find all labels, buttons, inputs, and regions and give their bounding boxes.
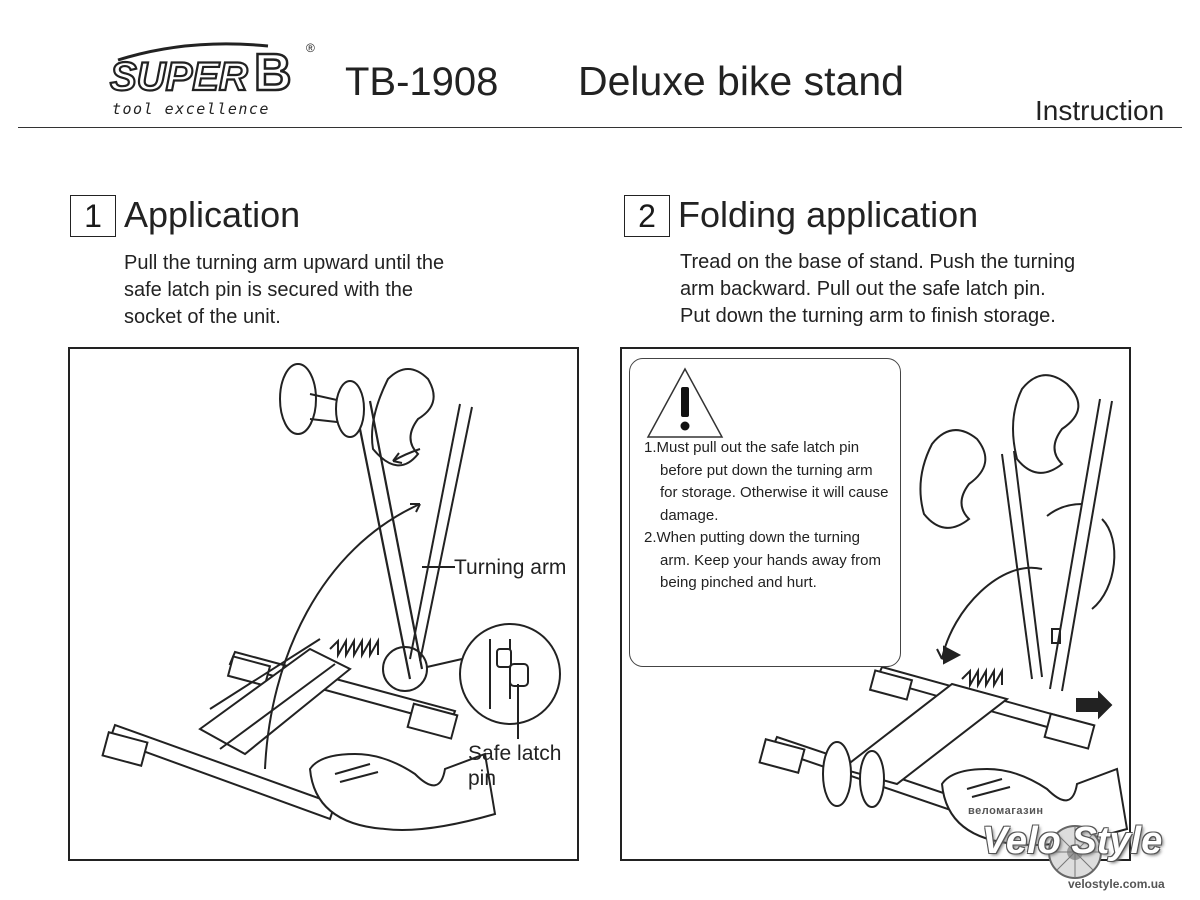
watermark-brand: Velo Style bbox=[982, 820, 1163, 862]
safe-latch-line: pin bbox=[468, 767, 497, 790]
section-1-line: safe latch pin is secured with the bbox=[124, 279, 414, 301]
section-2-line: arm backward. Pull out the safe latch pi… bbox=[680, 278, 1046, 300]
safe-latch-line: Safe latch bbox=[468, 742, 562, 765]
bike-stand-upright-illustration bbox=[101, 363, 561, 831]
warning-list: 1.Must pull out the safe latch pin befor… bbox=[644, 437, 894, 595]
warning-item: 2.When putting down the turning arm. Kee… bbox=[644, 529, 881, 591]
section-2-body: Tread on the base of stand. Push the tur… bbox=[680, 249, 1170, 330]
model-code: TB-1908 bbox=[345, 60, 499, 104]
section-1-number: 1 bbox=[70, 195, 116, 237]
watermark-url: velostyle.com.ua bbox=[1068, 877, 1165, 891]
brand-logo: SUPER B ® bbox=[108, 38, 323, 120]
document-title: Deluxe bike stand bbox=[578, 58, 904, 104]
watermark-top-text: веломагазин bbox=[968, 805, 1044, 817]
brand-tagline: tool excellence bbox=[112, 100, 270, 118]
section-1-line: socket of the unit. bbox=[124, 306, 281, 328]
application-illustration-panel bbox=[68, 347, 579, 861]
section-1-title: Application bbox=[124, 194, 301, 235]
brand-b-letter: B bbox=[254, 44, 292, 102]
warning-triangle-icon bbox=[646, 367, 724, 438]
turning-arm-callout: Turning arm bbox=[454, 556, 567, 579]
brand-super-text: SUPER bbox=[110, 55, 248, 99]
warning-item: 1.Must pull out the safe latch pin befor… bbox=[644, 439, 889, 524]
section-2-title: Folding application bbox=[678, 194, 979, 235]
section-2-line: Put down the turning arm to finish stora… bbox=[680, 305, 1056, 327]
header-divider bbox=[18, 127, 1182, 128]
section-1-body: Pull the turning arm upward until the sa… bbox=[124, 250, 504, 331]
warning-box bbox=[629, 358, 901, 667]
section-1-line: Pull the turning arm upward until the bbox=[124, 252, 445, 274]
registered-mark: ® bbox=[306, 41, 315, 55]
section-2-line: Tread on the base of stand. Push the tur… bbox=[680, 251, 1076, 273]
section-2-number: 2 bbox=[624, 195, 670, 237]
instruction-label: Instruction bbox=[1035, 95, 1165, 126]
safe-latch-pin-callout: Safe latch pin bbox=[468, 741, 578, 791]
velostyle-watermark-logo bbox=[1048, 825, 1102, 879]
